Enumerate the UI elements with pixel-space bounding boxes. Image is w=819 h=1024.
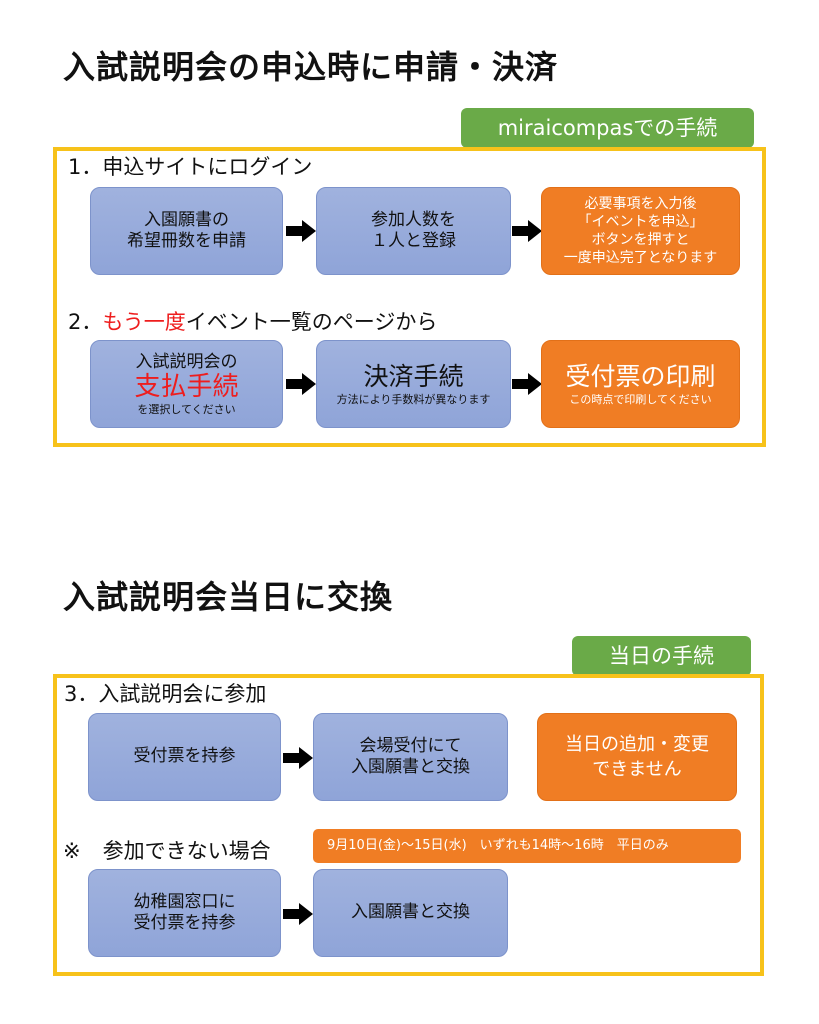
box-line: 「イベントを申込」: [577, 213, 704, 230]
reference-mark: ※: [63, 839, 81, 863]
alt-box-exchange: 入園願書と交換: [313, 869, 508, 957]
step3-label: 3．入試説明会に参加: [64, 682, 267, 706]
right-arrow-icon: [512, 220, 542, 242]
step3-box-exchange-at-venue: 会場受付にて 入園願書と交換: [313, 713, 508, 801]
step2-label-highlight: もう一度: [102, 310, 186, 334]
box-main: 受付票の印刷: [565, 361, 716, 391]
box-line: １人と登録: [371, 231, 456, 251]
onsite-tag: 当日の手続: [572, 636, 751, 676]
box-line: 受付票を持参: [133, 746, 236, 767]
box-line: 入園願書と交換: [351, 902, 470, 923]
schedule-banner: 9月10日(金)～15日(水) いずれも14時～16時 平日のみ: [313, 829, 741, 863]
box-line: 入園願書と交換: [351, 757, 470, 777]
step2-box-print-ticket: 受付票の印刷 この時点で印刷してください: [541, 340, 740, 428]
box-line: 一度申込完了となります: [563, 250, 718, 267]
box-line: 当日の追加・変更: [565, 733, 709, 755]
step1-box-participants: 参加人数を １人と登録: [316, 187, 511, 275]
step1-label: 1．申込サイトにログイン: [68, 155, 313, 179]
step2-box-settlement: 決済手続 方法により手数料が異なります: [316, 340, 511, 428]
right-arrow-icon: [286, 373, 316, 395]
box-line: 幼稚園窓口に: [133, 891, 236, 912]
box-note: この時点で印刷してください: [569, 393, 712, 407]
section1-title: 入試説明会の申込時に申請・決済: [63, 48, 559, 86]
box-main: 支払手続: [134, 371, 239, 402]
section2-title: 入試説明会当日に交換: [63, 578, 394, 616]
box-line: 必要事項を入力後: [584, 195, 697, 212]
alt-label-text: 参加できない場合: [102, 839, 271, 863]
right-arrow-icon: [283, 747, 313, 769]
step2-label-suffix: イベント一覧のページから: [185, 310, 438, 334]
box-note: を選択してください: [137, 402, 236, 416]
box-line: 希望冊数を申請: [127, 231, 246, 251]
right-arrow-icon: [512, 373, 542, 395]
box-note: 方法により手数料が異なります: [336, 393, 491, 407]
right-arrow-icon: [286, 220, 316, 242]
step2-label: 2．もう一度イベント一覧のページから: [68, 306, 437, 336]
step3-box-bring-ticket: 受付票を持参: [88, 713, 281, 801]
step3-box-no-changes: 当日の追加・変更 できません: [537, 713, 737, 801]
step1-box-request-forms: 入園願書の 希望冊数を申請: [90, 187, 283, 275]
box-main: 決済手続: [363, 361, 464, 391]
step2-box-payment-select: 入試説明会の 支払手続 を選択してください: [90, 340, 283, 428]
alt-label: ※ 参加できない場合: [63, 835, 271, 865]
miraicompas-tag: miraicompasでの手続: [461, 108, 754, 148]
box-line: 入園願書の: [144, 209, 229, 230]
box-line: できません: [592, 759, 682, 780]
box-line: 入試説明会の: [135, 351, 238, 372]
step2-label-prefix: 2．: [68, 310, 103, 334]
box-line: ボタンを押すと: [591, 232, 690, 248]
box-line: 会場受付にて: [359, 735, 462, 756]
alt-box-bring-to-office: 幼稚園窓口に 受付票を持参: [88, 869, 281, 957]
right-arrow-icon: [283, 903, 313, 925]
step1-box-apply-complete: 必要事項を入力後 「イベントを申込」 ボタンを押すと 一度申込完了となります: [541, 187, 740, 275]
section2-frame: [53, 674, 764, 976]
box-line: 受付票を持参: [133, 913, 236, 933]
section1-frame: [53, 147, 766, 447]
box-line: 参加人数を: [371, 209, 456, 230]
